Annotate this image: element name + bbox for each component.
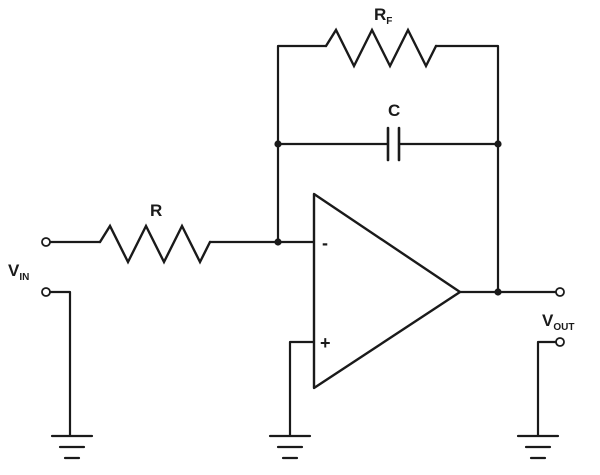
input-resistor-label: R xyxy=(150,201,162,220)
input-resistor xyxy=(98,223,212,265)
ground-symbol-output xyxy=(516,434,560,460)
output-ground-wire xyxy=(536,340,558,437)
feedback-resistor-label: RF xyxy=(374,5,392,27)
junction-dot xyxy=(274,140,282,148)
non-inverting-input-sign: + xyxy=(320,333,331,353)
feedback-resistor-left-wire xyxy=(276,44,328,144)
output-terminal-top xyxy=(555,287,565,297)
input-terminal-bottom xyxy=(41,287,51,297)
junction-dot xyxy=(494,140,502,148)
capacitor-label: C xyxy=(388,101,400,120)
feedback-resistor-right-wire xyxy=(434,44,500,146)
non-inverting-input-wire xyxy=(288,340,316,437)
input-voltage-label: VIN xyxy=(8,261,29,283)
ground-symbol-non-inverting xyxy=(268,434,312,460)
input-ground-wire xyxy=(48,290,72,437)
input-terminal-top xyxy=(41,237,51,247)
output-terminal-bottom xyxy=(555,337,565,347)
op-amp-triangle xyxy=(312,192,462,390)
ground-symbol-input xyxy=(50,434,94,460)
output-voltage-label: VOUT xyxy=(542,311,574,333)
junction-dot xyxy=(274,238,282,246)
feedback-resistor xyxy=(324,27,438,69)
inverting-input-sign: - xyxy=(322,233,328,253)
junction-dot xyxy=(494,288,502,296)
